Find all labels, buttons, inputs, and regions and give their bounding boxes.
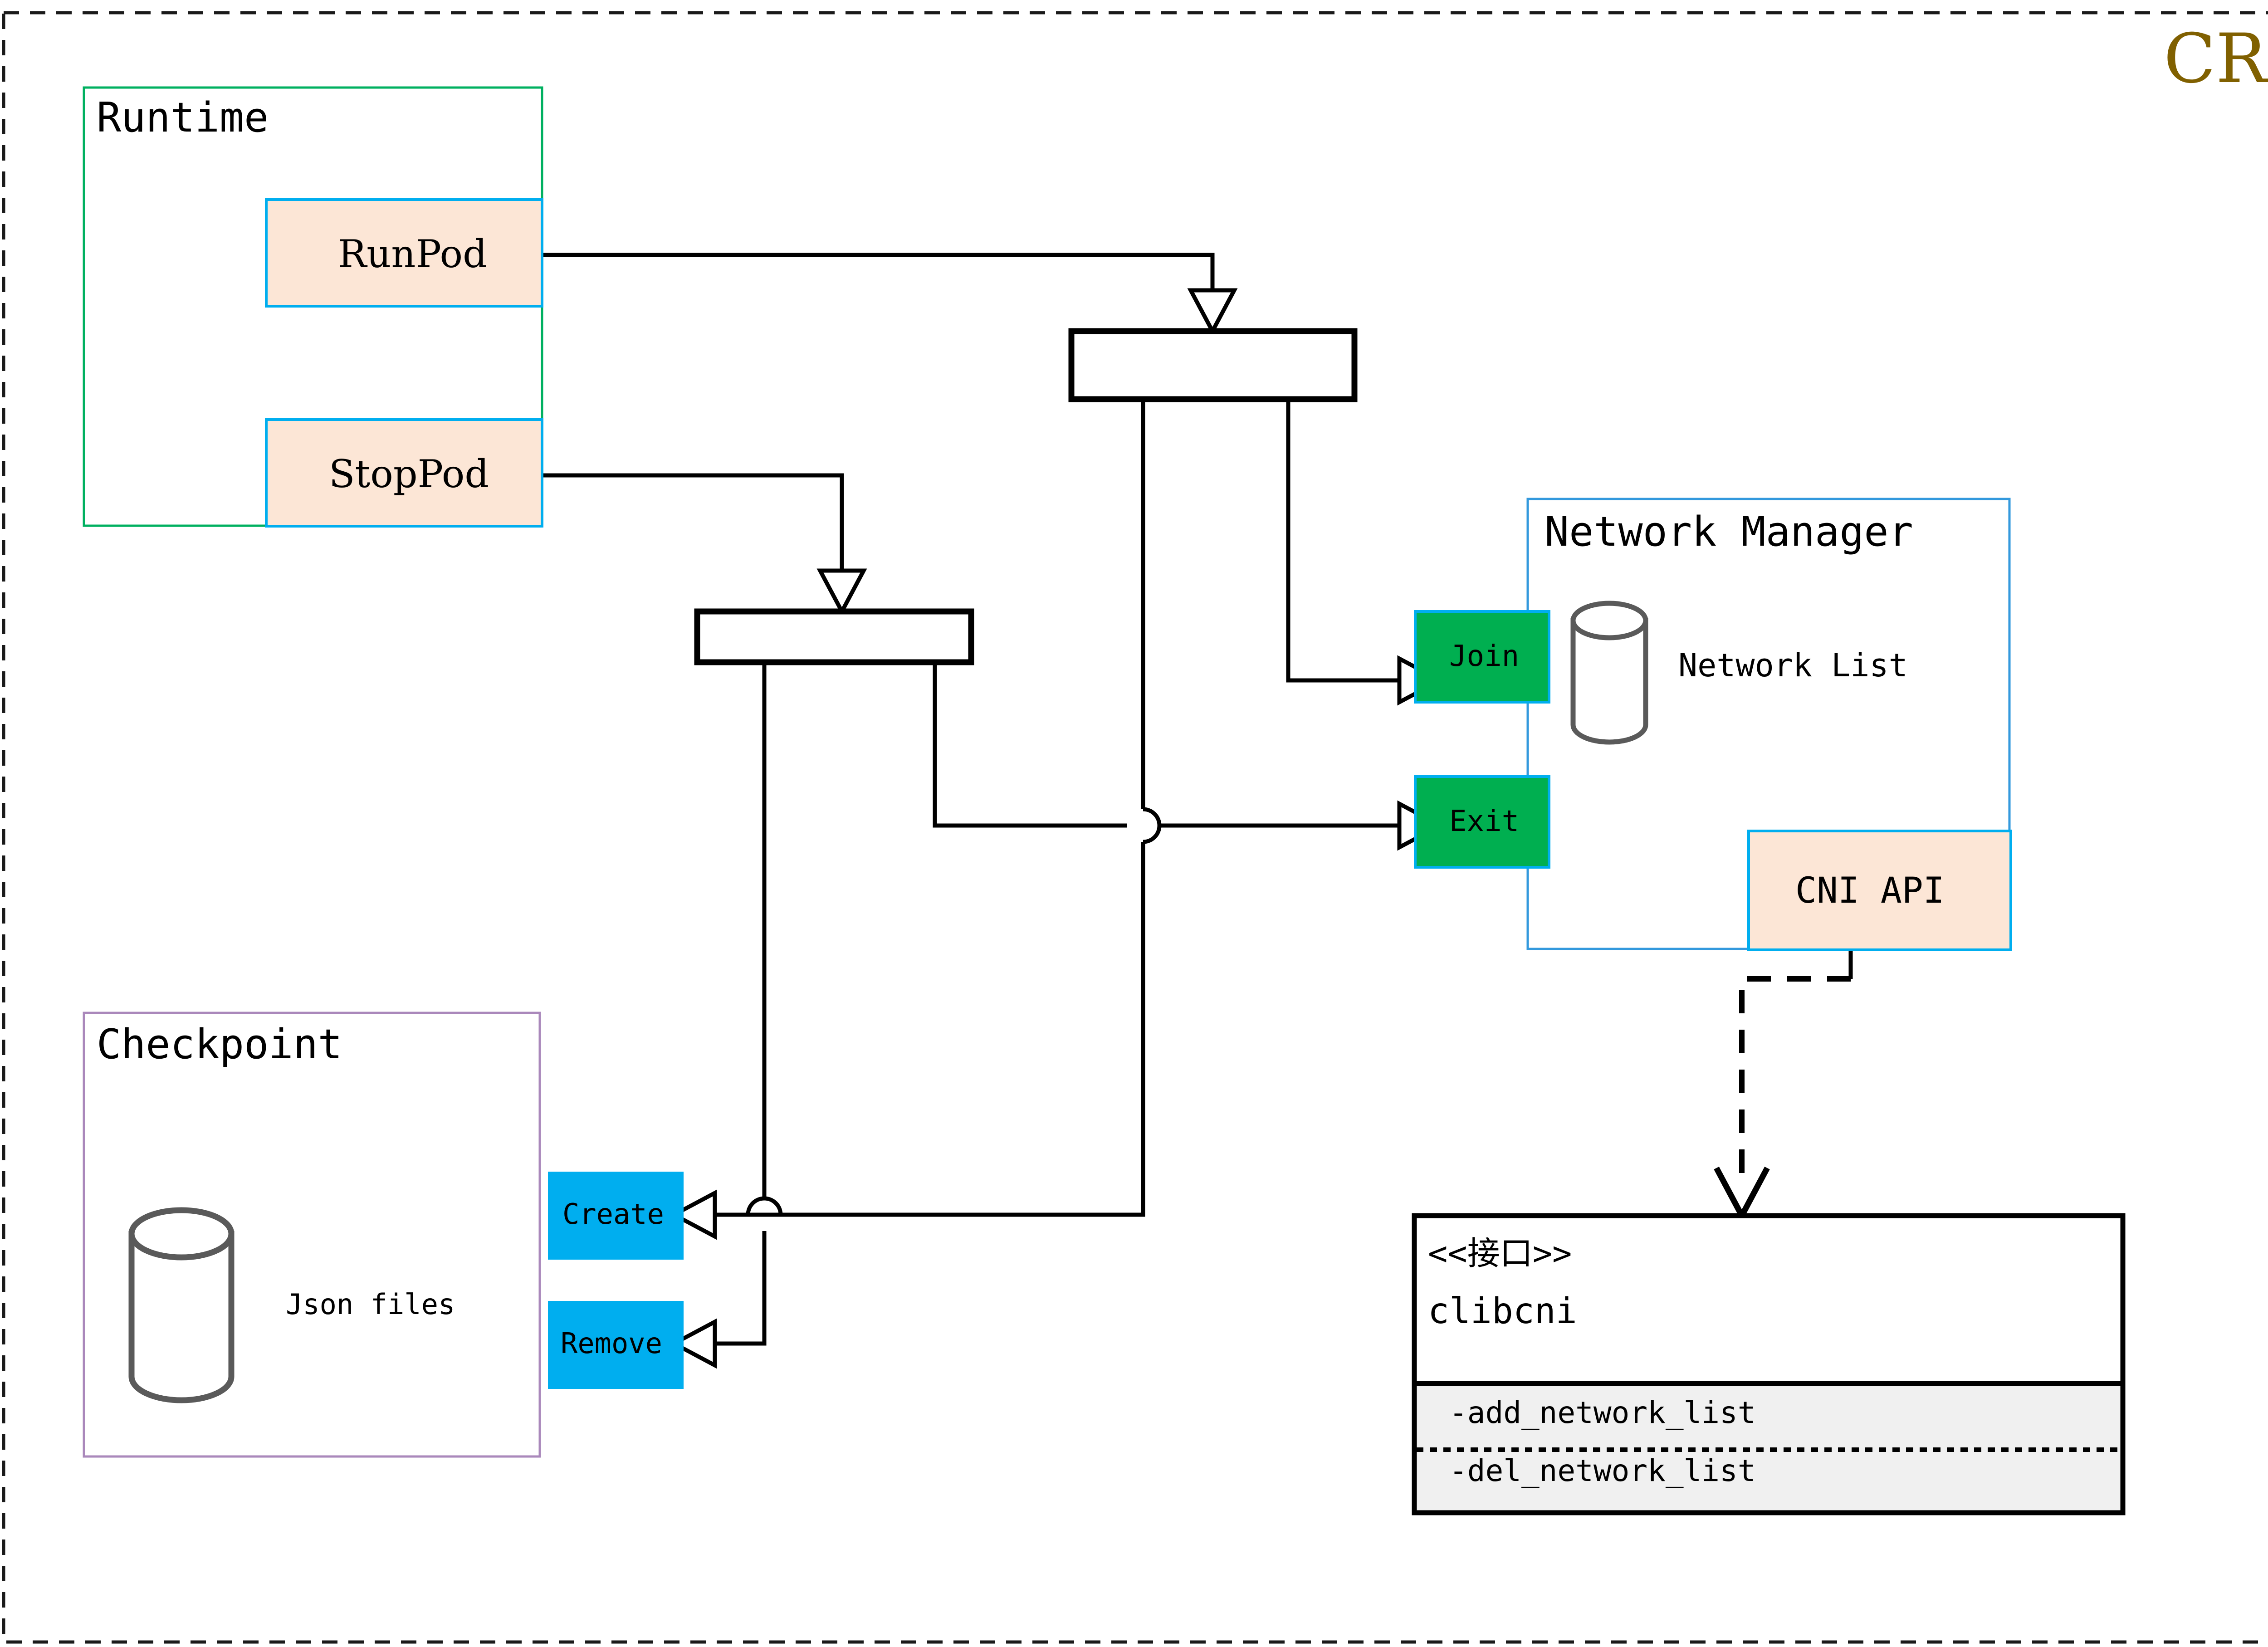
- create-box[interactable]: [548, 1172, 684, 1260]
- arrowhead-to-remove: [670, 1318, 717, 1369]
- cni-api-box[interactable]: [1747, 830, 2012, 951]
- fork-bar-top: [1068, 328, 1358, 402]
- arrowhead-to-create: [670, 1189, 717, 1240]
- arrowhead-to-clibcni: [1714, 1166, 1770, 1222]
- fork-bar-bottom: [694, 608, 974, 665]
- exit-box[interactable]: [1414, 775, 1550, 869]
- edge-fork-bottom-to-exit: [933, 662, 1127, 828]
- stoppod-box[interactable]: [265, 418, 543, 528]
- outer-frame: [2, 11, 2268, 1644]
- arrowhead-to-fork-bottom: [816, 568, 867, 616]
- remove-box[interactable]: [548, 1301, 684, 1389]
- edge-fork-top-to-join: [1286, 399, 1417, 683]
- json-files-cylinder-icon: [128, 1207, 235, 1403]
- line-hop-exit-crossing: [1143, 807, 1162, 844]
- arrowhead-to-fork-top: [1187, 288, 1238, 336]
- join-box[interactable]: [1414, 610, 1550, 704]
- edge-fork-top-to-create-vert2: [777, 842, 1145, 1217]
- edge-cniapi-to-clibcni: [1739, 976, 1851, 1188]
- edge-runpod-to-fork-top: [542, 253, 1215, 312]
- network-list-cylinder-icon: [1570, 601, 1648, 745]
- edge-stoppod-to-fork-bottom: [542, 473, 844, 589]
- edge-fork-bottom-to-remove-2: [703, 1231, 767, 1346]
- runpod-box[interactable]: [265, 198, 543, 308]
- clibcni-methods-compartment: [1412, 1381, 2126, 1515]
- line-hop-create-crossing: [746, 1196, 783, 1215]
